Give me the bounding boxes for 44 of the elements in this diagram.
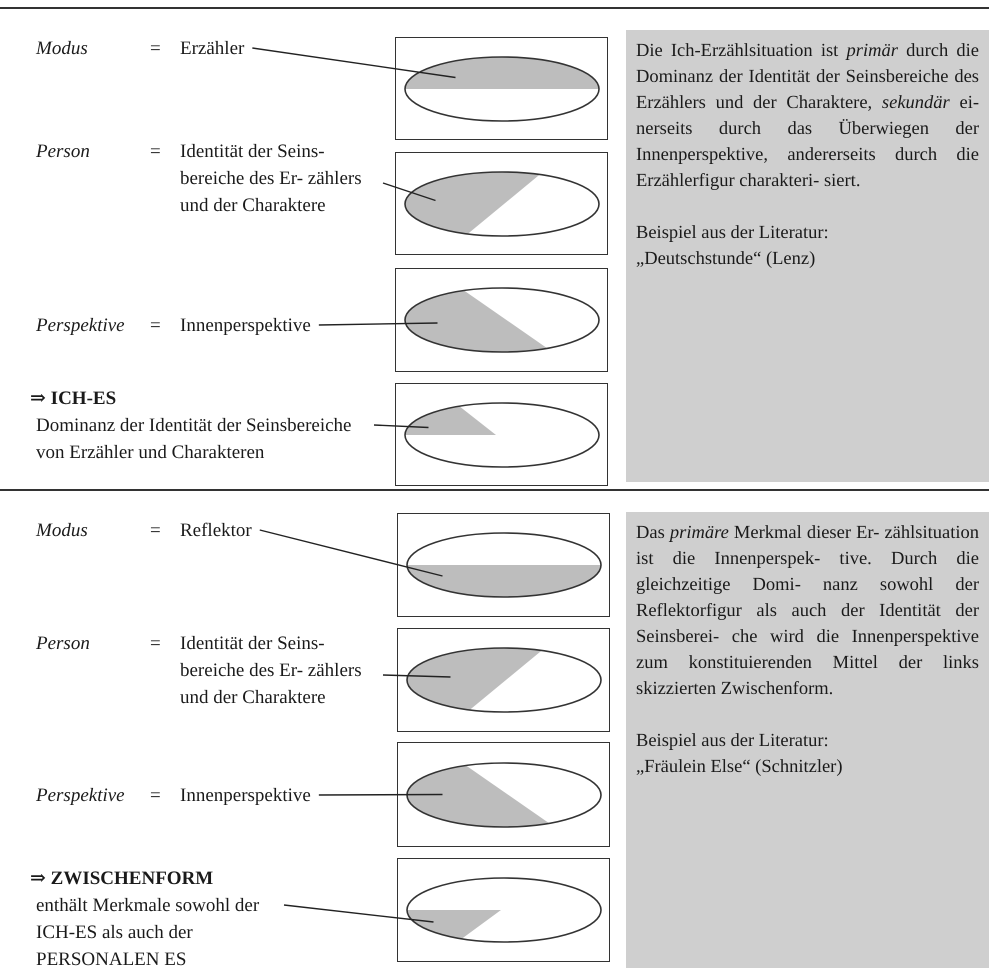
category-label: Perspektive	[36, 784, 125, 808]
leader-line	[374, 424, 429, 428]
leader-line	[382, 182, 436, 202]
category-label: Modus	[36, 519, 88, 543]
shaded-ellipse	[404, 170, 600, 236]
equals-sign: =	[150, 632, 161, 656]
result-heading: ⇒ ICH-ES	[30, 387, 118, 411]
value-text: Innenperspektive	[180, 312, 311, 339]
shaded-ellipse	[404, 402, 600, 468]
text-panel	[626, 30, 989, 482]
value-text: Identität der Seins- bereiche des Er- zählers und der Charaktere	[180, 138, 375, 219]
result-description: Dominanz der Identität der Seinsbereiche von Erzähler und Charakteren	[35, 414, 352, 465]
shaded-ellipse	[406, 647, 602, 713]
category-label: Modus	[36, 37, 88, 61]
result-heading: ⇒ ZWISCHENFORM	[30, 867, 214, 891]
paragraph: Das primäre Merkmal dieser Er- zählsituation ist die Innenperspek- tive. Durch die gleichzeitige Domi- nanz sowohl der Reflektorfigur als auch der Identität der Seinsberei- che wird die Innenperspektive zum konstituierenden Mittel der links skizzierten Zwischenform.	[636, 522, 979, 701]
shaded-ellipse	[406, 532, 602, 598]
value-text: Innenperspektive	[180, 782, 311, 809]
value-text: Identität der Seins- bereiche des Er- zählers und der Charaktere	[180, 630, 375, 711]
equals-sign: =	[150, 519, 161, 543]
leader-line	[318, 794, 442, 796]
example-note: Beispiel aus der Literatur: „Fräulein Else“ (Schnitzler)	[636, 730, 844, 779]
leader-line	[284, 904, 434, 923]
value-text: Reflektor	[180, 517, 252, 544]
example-note: Beispiel aus der Literatur: „Deutschstunde“ (Lenz)	[636, 222, 830, 271]
shaded-ellipse	[404, 56, 600, 122]
equals-sign: =	[150, 37, 161, 61]
shaded-ellipse	[406, 877, 602, 943]
leader-line	[252, 47, 456, 78]
result-description: enthält Merkmale sowohl der ICH-ES als auch der PERSONALEN ES	[35, 894, 260, 972]
category-label: Person	[36, 140, 90, 164]
category-label: Person	[36, 632, 90, 656]
shaded-ellipse	[404, 287, 600, 353]
text-panel	[626, 512, 989, 968]
value-text: Erzähler	[180, 35, 244, 62]
leader-line	[382, 674, 451, 678]
category-label: Perspektive	[36, 314, 125, 338]
paragraph: Die Ich-Erzählsituation ist primär durch die Dominanz der Identität der Seinsbereiche des Erzählers und der Charaktere, sekundär ei- nerseits durch das Überwiegen der Innenperspektive, andererseits durch die Erzählerfigur charakteri- siert.	[636, 40, 979, 193]
equals-sign: =	[150, 784, 161, 808]
leader-line	[260, 529, 443, 577]
equals-sign: =	[150, 140, 161, 164]
equals-sign: =	[150, 314, 161, 338]
shaded-ellipse	[406, 762, 602, 828]
leader-line	[318, 322, 438, 326]
